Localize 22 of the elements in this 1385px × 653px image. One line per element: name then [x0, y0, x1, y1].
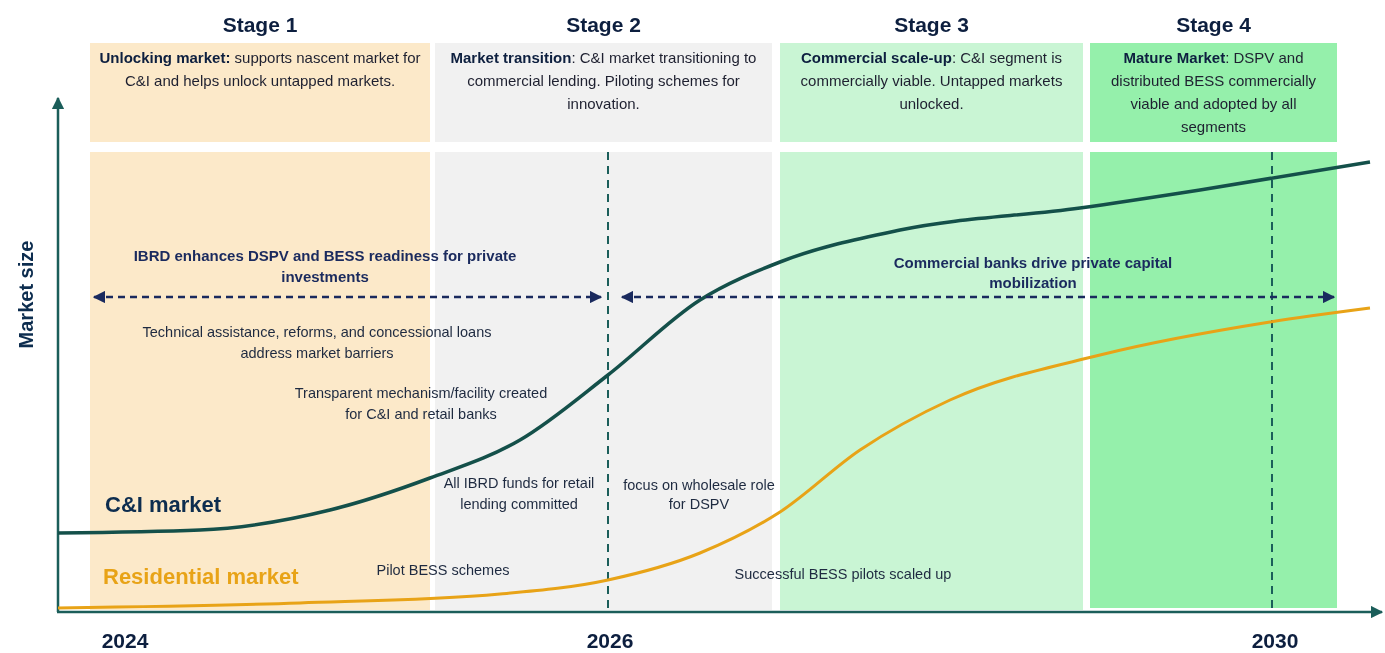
stage-description: Commercial scale-up: C&I segment is commercially viable. Untapped markets unlocked. [780, 43, 1083, 142]
stage-description: Mature Market: DSPV and distributed BESS commercially viable and adopted by all segments [1090, 43, 1337, 142]
series-label: C&I market [105, 491, 223, 519]
annotation: Successful BESS pilots scaled up [733, 566, 953, 583]
phase-label: Commercial banks drive private capital mobilization [892, 253, 1174, 293]
annotation: Transparent mechanism/facility created for C&I and retail banks [293, 384, 549, 424]
stage-heading: Stage 3 [893, 12, 970, 38]
annotation: focus on wholesale role for DSPV [622, 476, 776, 514]
phase-label: IBRD enhances DSPV and BESS readiness for private investments [132, 246, 518, 287]
stage-heading: Stage 4 [1175, 12, 1252, 38]
axis-title: Market size [18, 240, 36, 349]
stage-description: Unlocking market: supports nascent market for C&I and helps unlock untapped markets. [90, 43, 430, 142]
stage-description: Market transition: C&I market transitioning to commercial lending. Piloting schemes for innovation. [435, 43, 772, 142]
stage-heading: Stage 2 [565, 12, 642, 38]
annotation: Pilot BESS schemes [375, 562, 511, 579]
annotation: Technical assistance, reforms, and concessional loans address market barriers [141, 323, 493, 363]
series-label: Residential market [103, 563, 300, 591]
year-label: 2026 [585, 628, 635, 653]
year-label: 2030 [1250, 628, 1300, 653]
annotation: All IBRD funds for retail lending committed [442, 474, 596, 514]
year-label: 2024 [100, 628, 150, 653]
stage-heading: Stage 1 [221, 12, 299, 38]
